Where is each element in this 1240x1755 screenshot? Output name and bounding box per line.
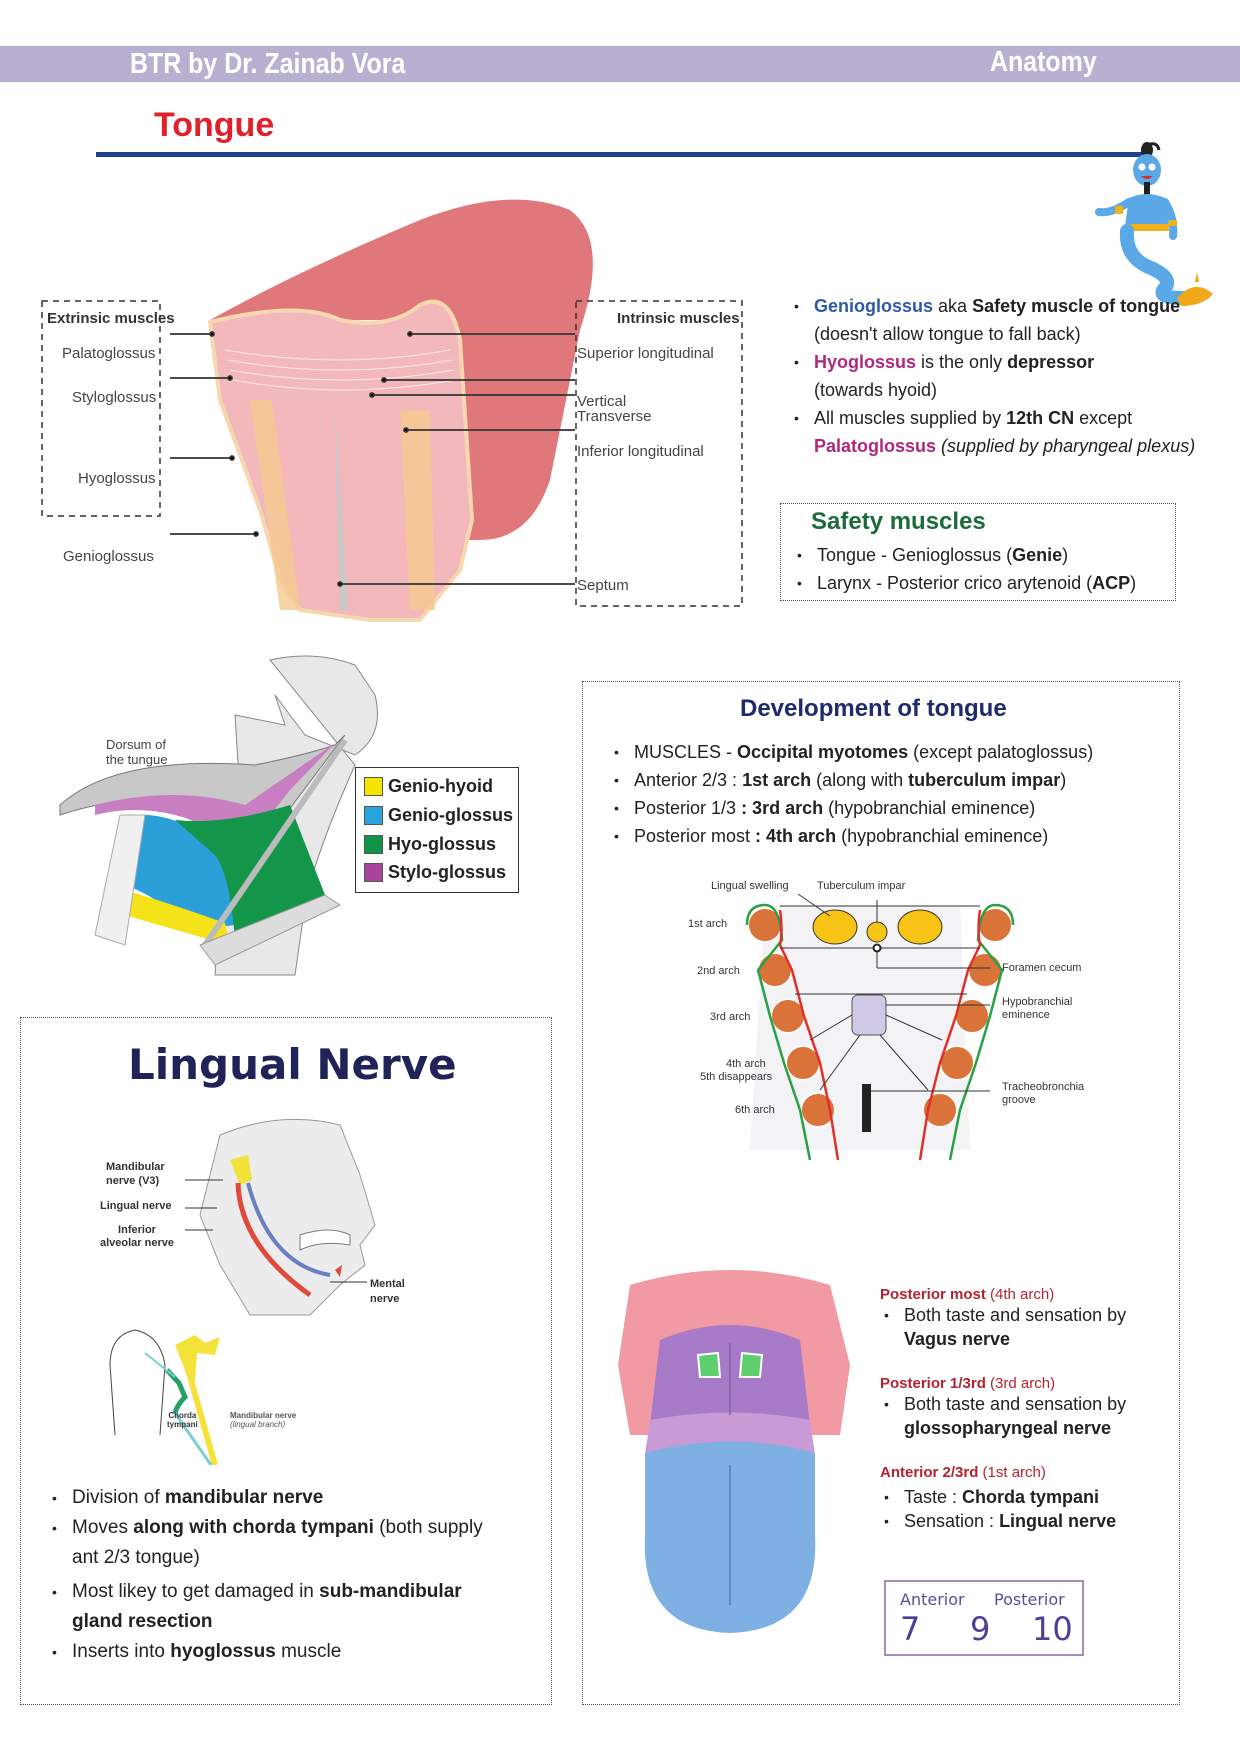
label-inferior-longitudinal: Inferior longitudinal — [577, 443, 704, 460]
development-item: Posterior 1/3 : 3rd arch (hypobranchial … — [610, 794, 1093, 822]
label-arch-6: 6th arch — [735, 1104, 775, 1116]
lingual-nerve-box — [20, 1017, 552, 1705]
label-foramen-cecum: Foramen cecum — [1002, 962, 1082, 974]
muscle-legend: Genio-hyoid Genio-glossus Hyo-glossus St… — [355, 767, 519, 893]
nerve-number: 9 — [970, 1610, 991, 1648]
label-lingual-nerve: Lingual nerve — [100, 1200, 172, 1212]
taste-item: Sensation : Lingual nerve — [880, 1509, 1180, 1533]
safety-item: Larynx - Posterior crico arytenoid (ACP) — [793, 569, 1136, 597]
development-item: MUSCLES - Occipital myotomes (except pal… — [610, 738, 1093, 766]
legend-stylo-glossus: Stylo-glossus — [364, 861, 506, 883]
development-item: Anterior 2/3 : 1st arch (along with tube… — [610, 766, 1093, 794]
label-septum: Septum — [577, 577, 629, 594]
label-tuberculum-impar: Tuberculum impar — [817, 880, 906, 892]
lingual-fact: Most likey to get damaged in sub-mandibu… — [48, 1577, 508, 1637]
development-list: MUSCLES - Occipital myotomes (except pal… — [610, 738, 1093, 850]
lingual-nerve-facts: Division of mandibular nerve Moves along… — [48, 1483, 508, 1667]
label-palatoglossus: Palatoglossus — [62, 345, 156, 362]
nerve-leader-lines — [185, 1179, 367, 1283]
fact-item: Genioglossus aka Safety muscle of tongue… — [790, 292, 1210, 348]
label-mandibular-lingual-branch: Mandibular nerve(lingual branch) — [230, 1411, 297, 1429]
lingual-fact: Division of mandibular nerve — [48, 1483, 508, 1513]
legend-genio-hyoid: Genio-hyoid — [364, 775, 493, 797]
taste-item: Both taste and sensation by glossopharyn… — [880, 1392, 1180, 1440]
taste-item: Taste : Chorda tympani — [880, 1485, 1180, 1509]
lingual-nerve-heading: Lingual Nerve — [128, 1040, 457, 1089]
tongue-muscle-facts: Genioglossus aka Safety muscle of tongue… — [790, 292, 1210, 460]
label-hyoglossus: Hyoglossus — [78, 470, 156, 487]
lateral-tongue-diagram — [59, 655, 378, 976]
safety-heading: Safety muscles — [811, 508, 986, 535]
taste-group-anterior: Anterior 2/3rd (1st arch) Taste : Chorda… — [880, 1464, 1180, 1533]
chorda-tympani-diagram — [109, 1329, 220, 1465]
taste-group-posterior-most: Posterior most (4th arch) Both taste and… — [880, 1286, 1180, 1351]
label-arch-5: 5th disappears — [700, 1071, 773, 1083]
label-styloglossus: Styloglossus — [72, 389, 157, 406]
taste-innervation: Posterior most (4th arch) Both taste and… — [880, 1286, 1180, 1533]
header-subject: Anatomy — [990, 46, 1097, 78]
label-arch-1: 1st arch — [688, 918, 728, 930]
legend-swatch — [364, 834, 383, 854]
label-lingual-swelling: Lingual swelling — [711, 880, 789, 892]
tongue-innervation-diagram — [618, 1270, 850, 1633]
pharyngeal-arch-diagram — [745, 893, 1015, 1161]
development-item: Posterior most : 4th arch (hypobranchial… — [610, 822, 1093, 850]
extrinsic-heading: Extrinsic muscles — [47, 310, 175, 327]
safety-list: Tongue - Genioglossus (Genie) Larynx - P… — [793, 541, 1136, 597]
nerve-number-box: Anterior Posterior 7 9 10 — [884, 1580, 1084, 1656]
legend-swatch — [364, 776, 383, 796]
label-arch-2: 2nd arch — [697, 965, 740, 977]
legend-hyo-glossus: Hyo-glossus — [364, 833, 496, 855]
label-vertical: Vertical — [577, 393, 627, 410]
label-genioglossus: Genioglossus — [63, 548, 154, 565]
posterior-label: Posterior — [994, 1590, 1065, 1609]
taste-item: Both taste and sensation by Vagus nerve — [880, 1303, 1180, 1351]
safety-item: Tongue - Genioglossus (Genie) — [793, 541, 1136, 569]
label-transverse: Transverse — [577, 408, 652, 425]
header-author: BTR by Dr. Zainab Vora — [130, 48, 406, 80]
legend-swatch — [364, 862, 383, 882]
fact-item: All muscles supplied by 12th CN exceptPa… — [790, 404, 1210, 460]
development-heading: Development of tongue — [740, 695, 1007, 722]
tongue-muscle-diagram — [41, 199, 743, 622]
header-bar — [0, 46, 1240, 82]
tongue-dorsum-shape — [210, 199, 593, 541]
label-arch-3: 3rd arch — [710, 1011, 751, 1023]
title-divider — [96, 152, 1146, 157]
page-title: Tongue — [154, 106, 275, 144]
legend-genio-glossus: Genio-glossus — [364, 804, 513, 826]
nerve-number: 10 — [1032, 1610, 1073, 1648]
safety-muscles-box: Safety muscles Tongue - Genioglossus (Ge… — [780, 503, 1176, 601]
lingual-nerve-head-diagram — [199, 1118, 376, 1316]
legend-swatch — [364, 805, 383, 825]
lingual-fact: Moves along with chorda tympani (both su… — [48, 1513, 508, 1573]
anterior-label: Anterior — [900, 1590, 965, 1609]
intrinsic-heading: Intrinsic muscles — [617, 310, 740, 327]
lingual-fact: Inserts into hyoglossus muscle — [48, 1637, 508, 1667]
fact-item: Hyoglossus is the only depressor(towards… — [790, 348, 1210, 404]
label-superior-longitudinal: Superior longitudinal — [577, 345, 714, 362]
nerve-number: 7 — [900, 1610, 921, 1648]
genie-icon — [1095, 142, 1213, 306]
label-arch-4: 4th arch — [726, 1058, 766, 1070]
development-box — [582, 681, 1180, 1705]
taste-group-posterior-third: Posterior 1/3rd (3rd arch) Both taste an… — [880, 1375, 1180, 1440]
